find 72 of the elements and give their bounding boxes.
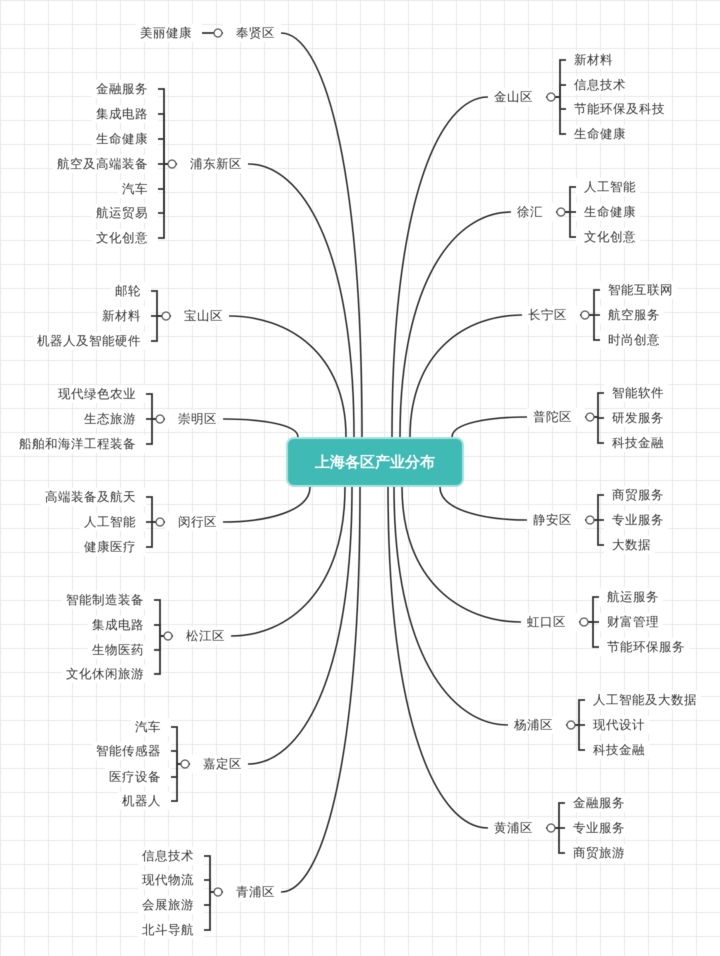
industry-label: 智能传感器 <box>92 742 171 760</box>
industry-label: 生命健康 <box>92 130 158 148</box>
industry-label: 机器人及智能硬件 <box>33 332 151 350</box>
district-label: 青浦区 <box>223 883 281 901</box>
branch-curve <box>280 32 363 437</box>
industry-label: 生物医药 <box>88 641 154 659</box>
industry-label: 航空服务 <box>600 306 664 324</box>
branch-curve <box>248 486 353 765</box>
industry-label: 邮轮 <box>111 282 151 300</box>
branch-curve <box>230 486 346 637</box>
industry-label: 北斗导航 <box>138 921 204 939</box>
district-label: 浦东新区 <box>177 155 248 173</box>
district-label: 长宁区 <box>522 306 580 324</box>
branch-curve <box>393 486 508 726</box>
industry-label: 现代设计 <box>585 716 649 734</box>
industry-label: 文化创意 <box>92 229 158 247</box>
district-label: 普陀区 <box>527 408 585 426</box>
industry-label: 财富管理 <box>599 613 663 631</box>
industry-label: 文化休闲旅游 <box>62 665 154 683</box>
industry-label: 生命健康 <box>576 203 640 221</box>
district-label: 宝山区 <box>171 307 229 325</box>
industry-label: 金融服务 <box>92 80 158 98</box>
industry-label: 时尚创意 <box>600 331 664 349</box>
industry-label: 医疗设备 <box>105 768 171 786</box>
industry-label: 现代物流 <box>138 871 204 889</box>
district-label: 金山区 <box>488 88 546 106</box>
district-label: 奉贤区 <box>223 24 281 42</box>
branch-curve <box>399 211 512 438</box>
industry-label: 科技金融 <box>585 741 649 759</box>
industry-label: 专业服务 <box>604 511 668 529</box>
central-topic-box: 上海各区产业分布 <box>286 437 464 487</box>
industry-label: 智能软件 <box>604 384 668 402</box>
industry-label: 集成电路 <box>92 105 158 123</box>
branch-curve <box>222 486 311 523</box>
branch-curve <box>439 486 528 521</box>
industry-label: 美丽健康 <box>136 24 202 42</box>
industry-label: 智能互联网 <box>600 281 677 299</box>
industry-label: 汽车 <box>131 718 171 736</box>
district-label: 闵行区 <box>165 513 223 531</box>
branch-curve <box>401 486 522 623</box>
industry-label: 机器人 <box>118 792 171 810</box>
industry-label: 大数据 <box>604 536 655 554</box>
industry-label: 集成电路 <box>88 616 154 634</box>
branch-curve <box>228 315 347 438</box>
branch-curve <box>451 416 528 438</box>
industry-label: 高端装备及航天 <box>41 488 146 506</box>
industry-label: 人工智能及大数据 <box>585 691 701 709</box>
industry-label: 文化创意 <box>576 228 640 246</box>
industry-label: 会展旅游 <box>138 896 204 914</box>
district-label: 虹口区 <box>521 613 579 631</box>
industry-label: 航运服务 <box>599 588 663 606</box>
bracket-line <box>202 32 223 34</box>
branch-curve <box>222 418 299 438</box>
industry-label: 人工智能 <box>80 513 146 531</box>
industry-label: 航空及高端装备 <box>53 155 158 173</box>
industry-label: 航运贸易 <box>92 204 158 222</box>
branch-curve <box>248 163 355 438</box>
branch-curve <box>409 314 522 438</box>
district-label: 静安区 <box>527 511 585 529</box>
district-label: 徐汇 <box>511 203 556 221</box>
industry-label: 信息技术 <box>138 847 204 865</box>
branch-curve <box>391 96 488 438</box>
industry-label: 节能环保服务 <box>599 638 689 656</box>
district-label: 嘉定区 <box>190 755 248 773</box>
industry-label: 汽车 <box>118 180 158 198</box>
branch-curve <box>280 487 361 893</box>
district-label: 杨浦区 <box>508 716 566 734</box>
industry-label: 新材料 <box>98 307 151 325</box>
industry-label: 智能制造装备 <box>62 591 154 609</box>
industry-label: 人工智能 <box>576 178 640 196</box>
branch-curve <box>387 486 488 829</box>
industry-label: 健康医疗 <box>80 538 146 556</box>
